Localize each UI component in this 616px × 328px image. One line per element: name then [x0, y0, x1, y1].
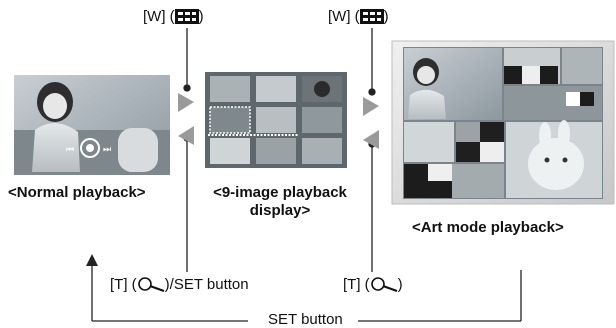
svg-text:⏭: ⏭: [103, 145, 111, 155]
arrow-right-2-icon: [363, 97, 379, 116]
arrow-left-2-icon: [363, 130, 379, 149]
svg-text:⏮: ⏮: [66, 145, 74, 155]
art-mode-screen: [391, 40, 615, 205]
thumbnail-grid-icon: [359, 9, 384, 24]
caption-art-mode: <Art mode playback>: [412, 219, 564, 236]
art-checker-top: [504, 48, 602, 120]
magnifier-icon: [370, 277, 398, 292]
tele-set-label: [T] ( )/SET button: [110, 276, 249, 293]
wide-label-left: [W] ( ): [143, 8, 204, 25]
arrow-right-1-icon: [178, 93, 194, 112]
nav-dial-icon: [80, 138, 100, 158]
caption-normal-playback: <Normal playback>: [8, 184, 146, 201]
caption-nine-image: <9-image playback display>: [213, 184, 347, 219]
triangle-arrows: [178, 93, 379, 149]
set-button-label: SET button: [262, 311, 349, 328]
thumbnail-grid-icon: [174, 9, 199, 24]
normal-playback-screen: ⏮ ⏭: [14, 75, 170, 175]
wide-label-right: [W] ( ): [328, 8, 389, 25]
nine-image-screen: [205, 72, 347, 168]
magnifier-icon: [137, 277, 165, 292]
arrow-left-1-icon: [178, 126, 194, 145]
set-loop-arrowhead-icon: [86, 254, 98, 266]
tele-label-right: [T] ( ): [343, 276, 403, 293]
art-checker-bottom: [404, 122, 504, 198]
